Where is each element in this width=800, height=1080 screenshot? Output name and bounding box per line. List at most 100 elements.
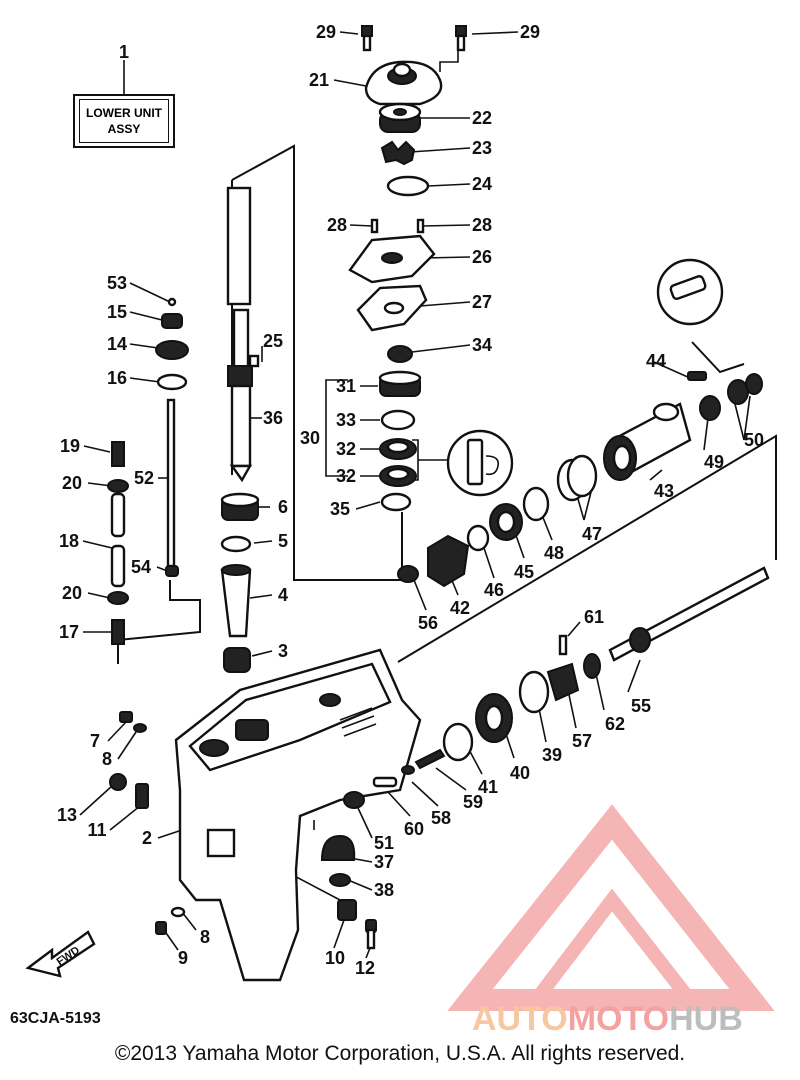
- callout-c22: 22: [472, 108, 492, 128]
- pinion-gear: [320, 791, 365, 887]
- impeller: [380, 140, 416, 166]
- callout-c55: 55: [631, 696, 651, 716]
- callout-c30: 30: [300, 428, 320, 448]
- callout-c3: 3: [278, 641, 288, 661]
- callout-c62: 62: [605, 714, 625, 734]
- shim-5: [220, 535, 252, 553]
- sleeve-4: [220, 564, 252, 638]
- callout-c32a: 32: [336, 439, 356, 459]
- callout-c29b: 29: [520, 22, 540, 42]
- drive-shaft: [226, 186, 260, 483]
- o-ring-33: [380, 409, 416, 431]
- callout-c17: 17: [59, 622, 79, 642]
- callout-c23: 23: [472, 138, 492, 158]
- callout-c42: 42: [450, 598, 470, 618]
- callout-c44: 44: [646, 351, 666, 371]
- title-line2: ASSY: [107, 122, 141, 136]
- oil-seals-32: [379, 438, 417, 487]
- callout-c53: 53: [107, 273, 127, 293]
- callout-c16: 16: [107, 368, 127, 388]
- watermark-part2: MOTO: [567, 1000, 670, 1038]
- callout-c61: 61: [584, 607, 604, 627]
- callout-c36: 36: [263, 408, 283, 428]
- callout-c32b: 32: [336, 466, 356, 486]
- pump-insert-cartridge: [378, 102, 422, 133]
- callout-c27: 27: [472, 292, 492, 312]
- callout-c35: 35: [330, 499, 350, 519]
- small-hardware: [109, 711, 377, 950]
- detail-circle-seal: [446, 429, 514, 497]
- callout-c48: 48: [544, 543, 564, 563]
- callout-c56: 56: [418, 613, 438, 633]
- water-pump-housing: [361, 25, 467, 106]
- bearing-housing: [603, 371, 763, 481]
- callout-c52: 52: [134, 468, 154, 488]
- detail-circle-housing: [656, 258, 724, 326]
- callout-c1: 1: [119, 42, 129, 62]
- callout-c34: 34: [472, 335, 492, 355]
- callout-c18: 18: [59, 531, 79, 551]
- callout-c39: 39: [542, 745, 562, 765]
- callout-c26: 26: [472, 247, 492, 267]
- bearing-6: [220, 492, 260, 521]
- callout-c37: 37: [374, 852, 394, 872]
- callout-c40: 40: [510, 763, 530, 783]
- reverse-gear-assembly: [372, 653, 601, 788]
- shift-rod-parts: [107, 297, 189, 645]
- propeller-shaft: [558, 566, 770, 662]
- callout-c11: 11: [87, 820, 106, 840]
- seal-35: [380, 492, 412, 512]
- watermark-part3: HUB: [669, 1000, 743, 1038]
- callout-c6: 6: [278, 497, 288, 517]
- callout-c43: 43: [654, 481, 674, 501]
- bearing-3: [223, 647, 251, 673]
- reference-code: 63CJA-5193: [10, 1010, 101, 1027]
- forward-gear-assembly: [397, 454, 598, 588]
- callout-c4: 4: [278, 585, 288, 605]
- outer-plate-cartridge: [348, 234, 436, 284]
- callout-c45: 45: [514, 562, 534, 582]
- callout-c20b: 20: [62, 583, 82, 603]
- callout-c5: 5: [278, 531, 288, 551]
- callout-c7: 7: [90, 731, 100, 751]
- oil-seal-housing: [378, 370, 422, 397]
- callout-c51: 51: [374, 833, 394, 853]
- callout-c21: 21: [309, 70, 329, 90]
- callout-c25: 25: [263, 331, 283, 351]
- callout-c20a: 20: [62, 473, 82, 493]
- pump-plate-gasket: [356, 284, 428, 332]
- callout-c8b: 8: [200, 927, 210, 947]
- callout-c9: 9: [178, 948, 188, 968]
- callout-c14: 14: [107, 334, 127, 354]
- watermark-part1: AUTO: [472, 1000, 568, 1038]
- callout-c38: 38: [374, 880, 394, 900]
- copyright-notice: ©2013 Yamaha Motor Corporation, U.S.A. A…: [114, 1042, 686, 1065]
- pump-gasket: [386, 175, 430, 197]
- callout-c58: 58: [431, 808, 451, 828]
- callout-c57: 57: [572, 731, 592, 751]
- lower-casing: [174, 648, 422, 982]
- watermark-logo: [447, 804, 775, 1011]
- callout-c12: 12: [355, 958, 375, 978]
- callout-c47: 47: [582, 524, 602, 544]
- callout-c49: 49: [704, 452, 724, 472]
- watermark-text: AUTOMOTOHUB: [472, 1000, 743, 1039]
- callout-c10: 10: [325, 948, 345, 968]
- callout-c13: 13: [57, 805, 77, 825]
- callout-c41: 41: [478, 777, 498, 797]
- callout-c19: 19: [60, 436, 80, 456]
- fwd-arrow: FWD: [25, 930, 96, 978]
- callout-c46: 46: [484, 580, 504, 600]
- callout-c2: 2: [142, 828, 152, 848]
- callout-c59: 59: [463, 792, 483, 812]
- oil-seal-34: [387, 345, 413, 363]
- callout-c24: 24: [472, 174, 492, 194]
- callout-c28a: 28: [327, 215, 347, 235]
- callout-c29a: 29: [316, 22, 336, 42]
- callout-c54: 54: [131, 557, 151, 577]
- callout-c15: 15: [107, 302, 127, 322]
- dowel-pins: [370, 218, 425, 234]
- callout-c33: 33: [336, 410, 356, 430]
